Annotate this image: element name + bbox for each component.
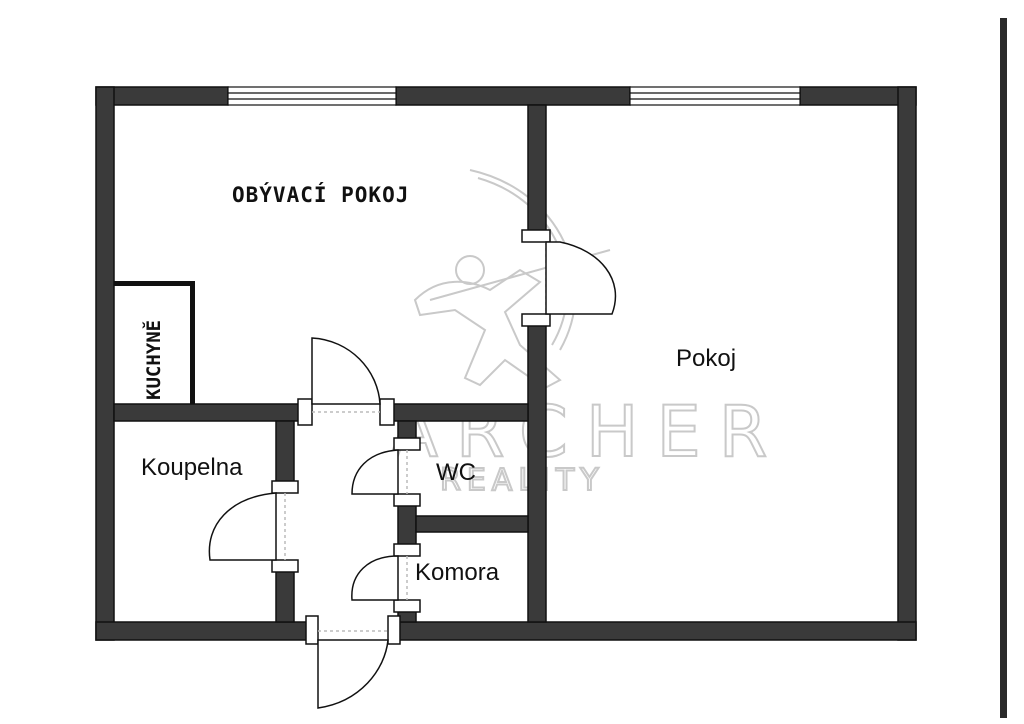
kitchen-niche-side [190, 281, 195, 404]
wall-center-lower [527, 321, 547, 623]
door-living-room [311, 337, 381, 413]
wall-center-upper [527, 104, 547, 239]
door-wc [351, 449, 408, 495]
wall-left [95, 86, 115, 641]
kitchen-niche-top [114, 281, 194, 286]
jamb [387, 615, 401, 645]
room-label-wc: WC [436, 459, 476, 486]
jamb [379, 398, 395, 426]
wall-right [897, 86, 917, 641]
jamb [271, 480, 299, 494]
door-koupelna [208, 492, 286, 561]
room-label-pokoj: Pokoj [676, 345, 736, 372]
door-pokoj [545, 241, 617, 315]
wall-top-middle [395, 86, 631, 106]
jamb [521, 313, 551, 327]
room-label-obyvaci-pokoj: OBÝVACÍ POKOJ [232, 182, 409, 207]
wall-bath-lower [275, 565, 295, 623]
wall-wc-komora [415, 515, 529, 533]
room-label-koupelna: Koupelna [141, 454, 243, 481]
wall-mid-left [113, 403, 305, 422]
door-entrance [317, 630, 389, 709]
wall-bath-upper [275, 420, 295, 490]
doors [208, 241, 617, 709]
windows [227, 86, 801, 106]
wall-mid-right [389, 403, 529, 422]
jamb [393, 493, 421, 507]
window-living-room [227, 86, 397, 106]
room-label-komora: Komora [415, 559, 500, 586]
wall-top-left [95, 86, 229, 106]
scan-edge-line [1000, 18, 1007, 718]
jamb [521, 229, 551, 243]
jamb [393, 437, 421, 451]
watermark-archer-logo: ARCHER REALITY [389, 169, 768, 499]
room-label-kuchyne: KUCHYNĚ [142, 320, 165, 400]
wall-bottom-left [95, 621, 311, 641]
jamb [305, 615, 319, 645]
jamb [271, 559, 299, 573]
window-pokoj [629, 86, 801, 106]
jamb [393, 543, 421, 557]
door-komora [351, 555, 408, 601]
jamb [393, 599, 421, 613]
jamb [297, 398, 313, 426]
watermark-line2: REALITY [440, 463, 605, 498]
wall-bottom-right [394, 621, 917, 641]
walls [95, 86, 917, 645]
